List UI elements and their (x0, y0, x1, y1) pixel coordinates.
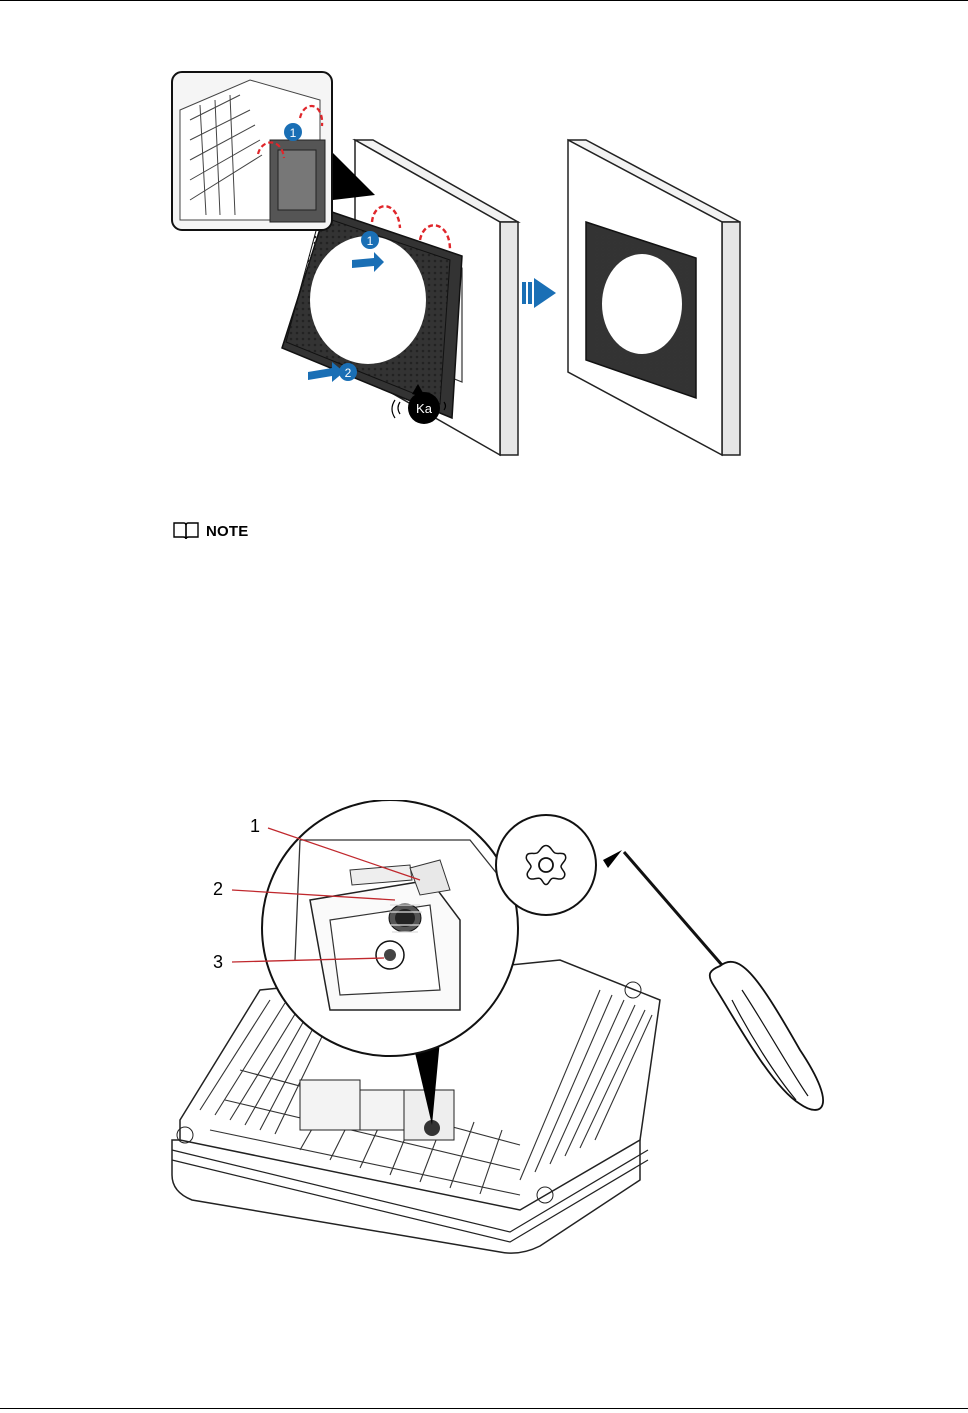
step-marker-2: 2 (339, 363, 357, 381)
wall-panel-right (568, 140, 740, 455)
svg-text:1: 1 (367, 234, 374, 248)
screw-figure: 1 2 3 (160, 800, 840, 1260)
torx-inset (496, 815, 622, 915)
callout-2: 2 (213, 879, 223, 899)
svg-text:2: 2 (345, 366, 352, 380)
book-icon (172, 521, 200, 541)
step-marker-1-main: 1 (361, 231, 379, 249)
svg-text:1: 1 (290, 126, 297, 140)
result-arrow (522, 278, 556, 308)
install-figure: 1 2 Ka 1 (160, 60, 760, 470)
top-rule (0, 0, 968, 1)
bottom-rule (0, 1408, 968, 1409)
callout-1: 1 (250, 816, 260, 836)
screwdriver (624, 852, 823, 1110)
note-heading: NOTE (172, 520, 248, 542)
spring-part (389, 904, 422, 932)
callout-3: 3 (213, 952, 223, 972)
detail-inset: 1 (172, 72, 375, 230)
svg-text:Ka: Ka (416, 401, 433, 416)
screw-head (376, 941, 404, 969)
note-label: NOTE (206, 523, 248, 540)
